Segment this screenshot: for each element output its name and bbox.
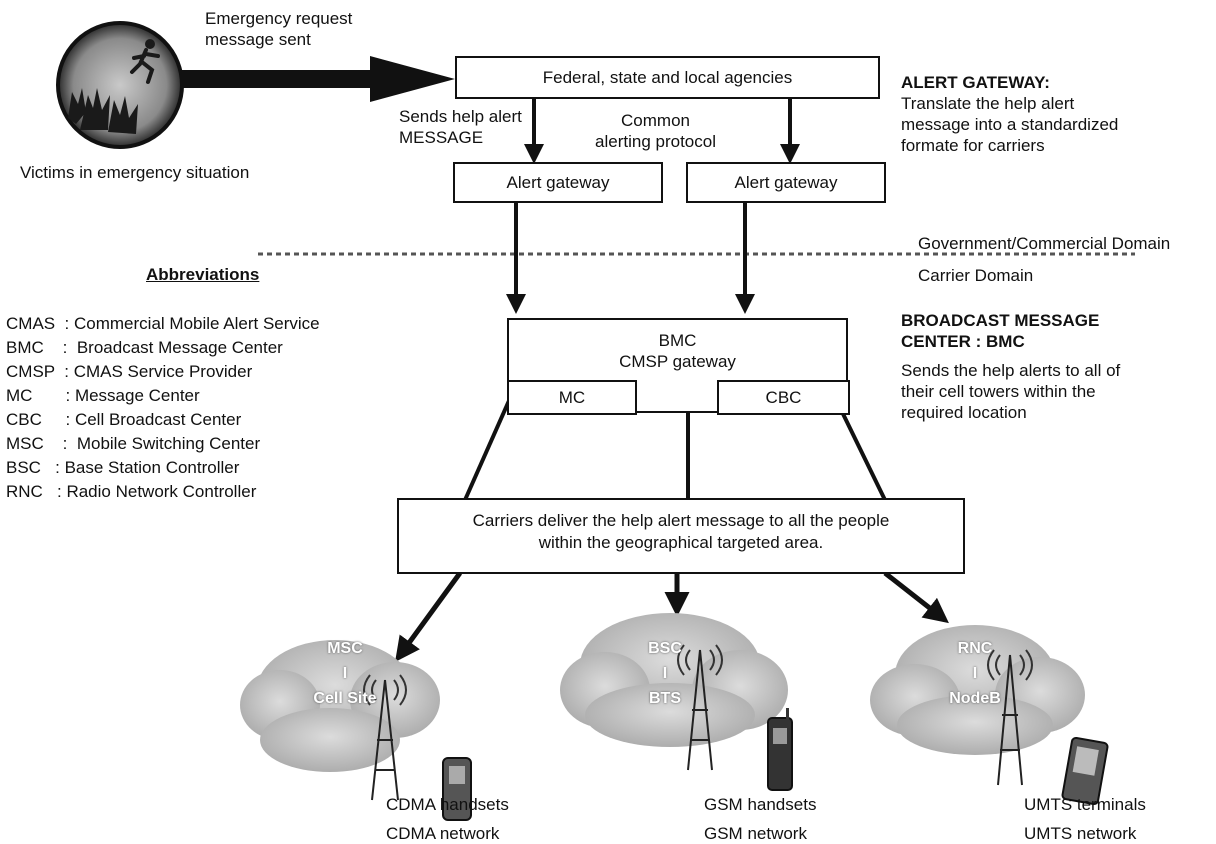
cdma-cloud-labels: MSC I Cell Site xyxy=(300,640,390,708)
cdma-labels: CDMA handsets CDMA network xyxy=(386,794,509,844)
emergency-request-arrow xyxy=(180,56,455,102)
alert-gateway-note-line1: Translate the help alert xyxy=(901,94,1075,113)
emergency-request-line1: Emergency request xyxy=(205,9,353,28)
cdma-handsets-label: CDMA handsets xyxy=(386,795,509,814)
umts-cloud xyxy=(870,625,1085,786)
bmc-note: BROADCAST MESSAGE CENTER : BMC Sends the… xyxy=(901,310,1120,423)
cdma-handset-icon xyxy=(442,757,472,821)
bmc-title: BMC xyxy=(658,331,697,350)
sends-help-line1: Sends help alert xyxy=(399,107,522,126)
abbreviation-row: MSC : Mobile Switching Center xyxy=(6,434,261,453)
abbreviation-row: CMAS : Commercial Mobile Alert Service xyxy=(6,314,320,333)
sends-help-label: Sends help alert MESSAGE xyxy=(399,106,522,148)
gsm-handsets-label: GSM handsets xyxy=(704,795,817,814)
abbreviation-row: BMC : Broadcast Message Center xyxy=(6,338,283,357)
alert-gateway-note: ALERT GATEWAY: Translate the help alert … xyxy=(901,72,1118,156)
abbreviation-row: RNC : Radio Network Controller xyxy=(6,482,257,501)
abbreviation-row: CBC : Cell Broadcast Center xyxy=(6,410,242,429)
arrow-to-umts xyxy=(883,571,949,624)
cmsp-gateway-label: CMSP gateway xyxy=(619,352,736,371)
victims-icon xyxy=(56,21,184,149)
umts-separator: I xyxy=(972,665,978,682)
common-line1: Common xyxy=(621,111,690,130)
gsm-network-label: GSM network xyxy=(704,824,807,843)
bmc-note-title-line1: BROADCAST MESSAGE xyxy=(901,311,1100,330)
bmc-note-line1: Sends the help alerts to all of xyxy=(901,361,1121,380)
gsm-handset-icon xyxy=(767,708,793,791)
msc-label: MSC xyxy=(327,640,363,657)
common-alerting-label: Common alerting protocol xyxy=(563,110,748,152)
umts-labels: UMTS terminals UMTS network xyxy=(1024,794,1146,844)
carriers-box: Carriers deliver the help alert message … xyxy=(397,498,965,574)
cdma-network-label: CDMA network xyxy=(386,824,500,843)
mc-box: MC xyxy=(507,380,637,415)
sends-help-line2: MESSAGE xyxy=(399,128,484,147)
rnc-label: RNC xyxy=(957,640,993,657)
bmc-box: BMC CMSP gateway MC CBC xyxy=(507,318,850,415)
cell-site-label: Cell Site xyxy=(313,690,377,707)
bsc-label: BSC xyxy=(648,640,682,657)
bmc-note-line3: required location xyxy=(901,403,1027,422)
carrier-domain-label: Carrier Domain xyxy=(918,266,1034,285)
nodeb-label: NodeB xyxy=(949,690,1001,707)
emergency-request-line2: message sent xyxy=(205,30,311,49)
bts-label: BTS xyxy=(649,690,681,707)
bmc-note-line2: their cell towers within the xyxy=(901,382,1096,401)
alert-gateway-note-title: ALERT GATEWAY: xyxy=(901,73,1050,92)
gsm-cloud-labels: BSC I BTS xyxy=(625,640,705,708)
common-line2: alerting protocol xyxy=(595,132,716,151)
gsm-separator: I xyxy=(662,665,668,682)
cdma-separator: I xyxy=(342,665,348,682)
arrow-to-cdma xyxy=(395,571,463,663)
cbc-box: CBC xyxy=(717,380,850,415)
abbreviations-title: Abbreviations xyxy=(146,265,260,284)
umts-cloud-labels: RNC I NodeB xyxy=(935,640,1015,708)
bmc-note-title-line2: CENTER : BMC xyxy=(901,332,1025,351)
gsm-cloud xyxy=(560,613,788,771)
alert-gateway-right: Alert gateway xyxy=(686,162,886,203)
umts-terminals-label: UMTS terminals xyxy=(1024,795,1146,814)
government-domain-label: Government/Commercial Domain xyxy=(918,234,1171,253)
victims-label: Victims in emergency situation xyxy=(20,163,250,182)
emergency-request-label: Emergency request message sent xyxy=(205,8,352,50)
carriers-line2: within the geographical targeted area. xyxy=(538,533,824,552)
carriers-line1: Carriers deliver the help alert message … xyxy=(472,511,890,530)
abbreviation-row: BSC : Base Station Controller xyxy=(6,458,240,477)
abbreviation-row: CMSP : CMAS Service Provider xyxy=(6,362,253,381)
gsm-labels: GSM handsets GSM network xyxy=(704,794,816,844)
agencies-box: Federal, state and local agencies xyxy=(455,56,880,99)
alert-gateway-note-line3: formate for carriers xyxy=(901,136,1045,155)
cdma-cloud xyxy=(240,640,440,801)
umts-terminal-icon xyxy=(1061,736,1109,806)
alert-gateway-left: Alert gateway xyxy=(453,162,663,203)
umts-network-label: UMTS network xyxy=(1024,824,1137,843)
abbreviation-row: MC : Message Center xyxy=(6,386,200,405)
alert-gateway-note-line2: message into a standardized xyxy=(901,115,1119,134)
